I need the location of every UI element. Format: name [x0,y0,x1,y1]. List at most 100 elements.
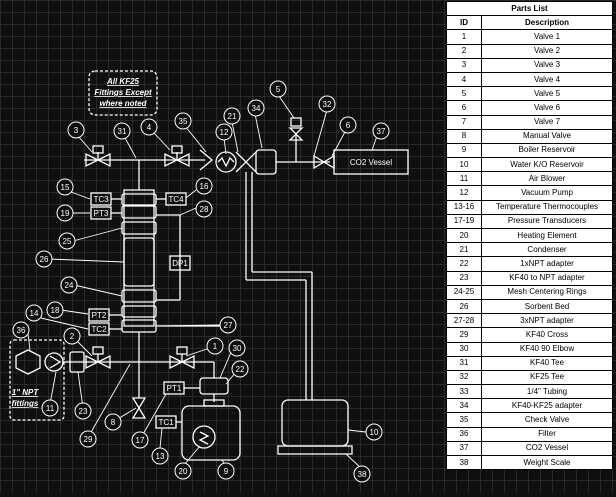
part-id: 37 [446,440,482,457]
part-description: Heating Element [481,227,613,244]
callout-6: 6 [346,121,351,130]
part-id: 31 [446,355,482,371]
part-id: 24-25 [446,284,482,300]
callout-14: 14 [30,309,39,318]
callout-16: 16 [200,182,209,191]
part-description: Valve 7 [481,114,613,130]
part-description: KF40 Cross [481,327,613,343]
part-id: 35 [446,412,482,428]
callout-1: 1 [213,342,218,351]
callout-3: 3 [74,126,79,135]
npt-note-line-2: fittings [12,399,39,408]
pump-symbol [217,156,235,168]
filter [15,349,41,375]
callout-4: 4 [147,123,152,132]
part-id: 34 [446,398,482,414]
part-id: 29 [446,327,482,343]
part-id: 36 [446,426,482,442]
part-description: Valve 6 [481,100,613,116]
callout-35: 35 [179,117,188,126]
part-id: 33 [446,384,482,400]
part-description: Valve 3 [481,57,613,73]
note-line-3: where noted [99,99,147,108]
kf25-note-box [88,70,158,116]
weight-scale [277,445,353,455]
part-id: 12 [446,185,482,201]
condenser [235,151,257,173]
part-description: Valve 4 [481,71,613,88]
part-id: 7 [446,114,482,130]
valve-2 [85,354,111,370]
sorbent-bed [123,237,155,287]
part-description: Manual Valve [481,128,613,144]
part-description: Filter [481,426,613,442]
boiler-reservoir [181,405,241,461]
part-description: Check Valve [481,412,613,428]
air-blower [44,352,64,372]
part-id: 32 [446,369,482,386]
part-description: Condenser [481,242,613,258]
part-description: Sorbent Bed [481,298,613,315]
part-id: 6 [446,100,482,116]
part-id: 10 [446,157,482,173]
npt-note-line-1: 1" NPT [12,388,40,397]
pt2-label: PT2 [92,311,107,320]
valve-3-actuator [92,145,104,154]
valve-2-actuator [92,346,104,355]
part-description: 1/4" Tubing [481,384,613,400]
tc4-label: TC4 [168,195,184,204]
part-description: Mesh Centering Rings [481,284,613,300]
col-id-header: ID [446,15,482,31]
manual-valve [131,397,147,419]
part-description: Weight Scale [481,454,613,471]
callout-17: 17 [136,436,145,445]
callout-24: 24 [65,281,74,290]
part-id: 26 [446,298,482,315]
part-id: 23 [446,270,482,286]
part-description: Pressure Transducers [481,213,613,230]
callout-10: 10 [370,428,379,437]
part-id: 3 [446,57,482,73]
dp1-label: DP1 [172,259,188,268]
callout-28: 28 [200,205,209,214]
part-description: KF25 Tee [481,369,613,386]
co2-vessel [333,149,409,175]
note-line-1: All KF25 [106,77,140,86]
callout-20: 20 [179,467,188,476]
part-description: Valve 2 [481,43,613,59]
part-id: 13-16 [446,199,482,215]
valve-1 [169,354,195,370]
part-id: 22 [446,256,482,272]
tc2-label: TC2 [91,325,107,334]
part-description: 3xNPT adapter [481,313,613,329]
mesh-ring-25 [121,221,157,235]
part-description: Water K/O Reservoir [481,157,613,173]
pt1-label: PT1 [167,384,182,393]
callout-27: 27 [224,321,233,330]
callout-30: 30 [233,344,242,353]
part-id: 5 [446,86,482,102]
kf-clamp [121,205,157,219]
valve-5 [288,127,304,141]
